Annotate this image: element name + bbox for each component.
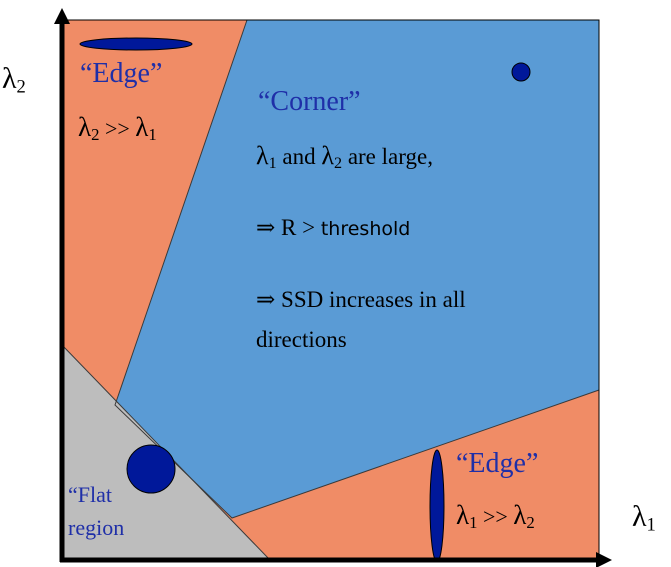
x-axis-arrowhead bbox=[596, 552, 612, 567]
flat-large-circle bbox=[126, 444, 176, 494]
corner-lambda-2-sub: 2 bbox=[334, 155, 343, 173]
corner-are-large: are large, bbox=[342, 144, 433, 169]
corner-line-1: λ1 and λ2 are large, bbox=[256, 142, 433, 178]
edge-right-rel-op: >> bbox=[477, 504, 514, 529]
corner-line-2: ⇒ R > threshold bbox=[256, 214, 410, 243]
corner-line-4: directions bbox=[256, 327, 347, 352]
edge-right-rel-b-sub: 2 bbox=[526, 513, 535, 533]
edge-top-rel-a-sub: 2 bbox=[91, 125, 100, 145]
y-axis-lambda: λ bbox=[2, 62, 17, 95]
edge-top-relation: λ2 >> λ1 bbox=[78, 112, 157, 145]
edge-top-rel-a: λ bbox=[78, 112, 92, 142]
corner-threshold-word: threshold bbox=[320, 218, 411, 240]
edge-top-title: “Edge” bbox=[80, 58, 163, 89]
corner-lambda-2: λ bbox=[321, 141, 334, 170]
horizontal-edge-ellipse bbox=[79, 37, 193, 51]
flat-region-label: “Flat region bbox=[68, 482, 124, 540]
corner-r-threshold-prefix: ⇒ R > bbox=[256, 215, 321, 240]
flat-region-line-2: region bbox=[68, 515, 125, 540]
corner-title: “Corner” bbox=[258, 86, 361, 117]
y-axis-label: λ2 bbox=[2, 62, 26, 99]
corner-lambda-1: λ bbox=[256, 141, 269, 170]
corner-small-circle bbox=[511, 62, 531, 82]
x-axis-subscript: 1 bbox=[646, 514, 656, 536]
corner-line-3: ⇒ SSD increases in all bbox=[256, 287, 466, 312]
edge-top-rel-b: λ bbox=[135, 112, 149, 142]
y-axis-subscript: 2 bbox=[16, 76, 26, 98]
edge-right-relation: λ1 >> λ2 bbox=[456, 500, 535, 533]
edge-right-rel-b: λ bbox=[513, 500, 527, 530]
corner-and: and bbox=[276, 144, 322, 169]
edge-right-rel-a: λ bbox=[456, 500, 470, 530]
edge-top-rel-op: >> bbox=[99, 116, 136, 141]
vertical-edge-ellipse bbox=[429, 449, 445, 563]
y-axis-arrowhead bbox=[54, 8, 70, 24]
corner-lambda-1-sub: 1 bbox=[268, 155, 277, 173]
edge-right-rel-a-sub: 1 bbox=[469, 513, 478, 533]
edge-right-title: “Edge” bbox=[456, 448, 539, 479]
x-axis-lambda: λ bbox=[632, 500, 647, 533]
corner-region bbox=[115, 20, 599, 518]
edge-top-rel-b-sub: 1 bbox=[148, 125, 157, 145]
x-axis-label: λ1 bbox=[632, 500, 656, 537]
flat-region-line-1: “Flat bbox=[68, 482, 112, 507]
